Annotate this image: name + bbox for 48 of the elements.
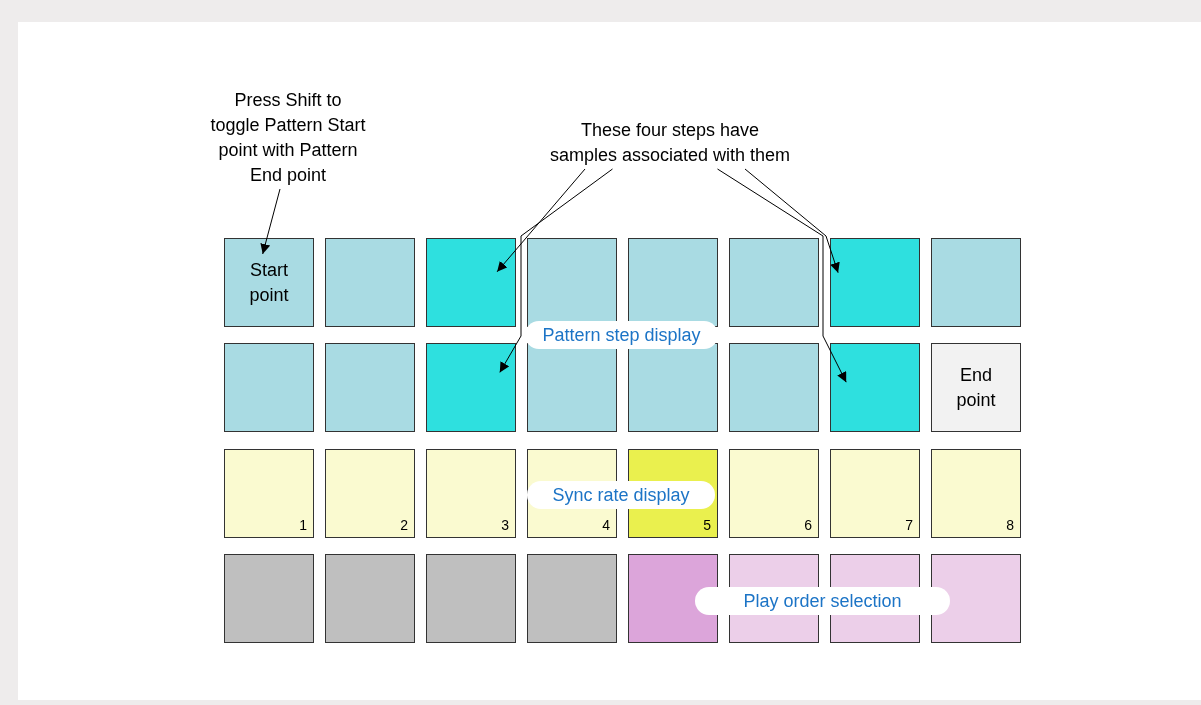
pad <box>729 238 819 327</box>
instruction-text: Press Shift to toggle Pattern Start point with Pattern End point <box>208 88 368 188</box>
pad <box>527 343 617 432</box>
pad <box>426 554 516 643</box>
step-number: 1 <box>299 517 307 533</box>
pad <box>527 554 617 643</box>
pad <box>628 343 718 432</box>
pad-label: Start point <box>248 259 290 307</box>
pad <box>931 238 1021 327</box>
arrow <box>499 168 613 373</box>
step-number: 2 <box>400 517 408 533</box>
pad <box>830 449 920 538</box>
pad <box>830 343 920 432</box>
pad <box>830 238 920 327</box>
pad <box>931 449 1021 538</box>
pad <box>527 238 617 327</box>
pad-label: End point <box>955 364 997 412</box>
step-number: 4 <box>602 517 610 533</box>
pad <box>325 343 415 432</box>
pad <box>628 554 718 643</box>
pad <box>729 343 819 432</box>
pad <box>426 343 516 432</box>
pad <box>224 449 314 538</box>
pad <box>325 449 415 538</box>
pad <box>325 554 415 643</box>
pad <box>224 238 314 327</box>
arrow <box>744 168 840 274</box>
pad <box>628 238 718 327</box>
arrow <box>717 168 847 383</box>
step-number: 7 <box>905 517 913 533</box>
pad <box>224 343 314 432</box>
display-label: Sync rate display <box>527 481 715 509</box>
pad <box>426 238 516 327</box>
display-label: Play order selection <box>695 587 950 615</box>
pad <box>931 343 1021 432</box>
instruction-text: These four steps have samples associated with them <box>545 118 795 168</box>
pad <box>729 449 819 538</box>
step-number: 3 <box>501 517 509 533</box>
display-label: Pattern step display <box>525 321 718 349</box>
pad <box>325 238 415 327</box>
pad <box>931 554 1021 643</box>
step-number: 8 <box>1006 517 1014 533</box>
pad <box>224 554 314 643</box>
arrow <box>496 168 586 273</box>
step-number: 6 <box>804 517 812 533</box>
step-number: 5 <box>703 517 711 533</box>
pad <box>426 449 516 538</box>
arrow <box>260 188 281 255</box>
